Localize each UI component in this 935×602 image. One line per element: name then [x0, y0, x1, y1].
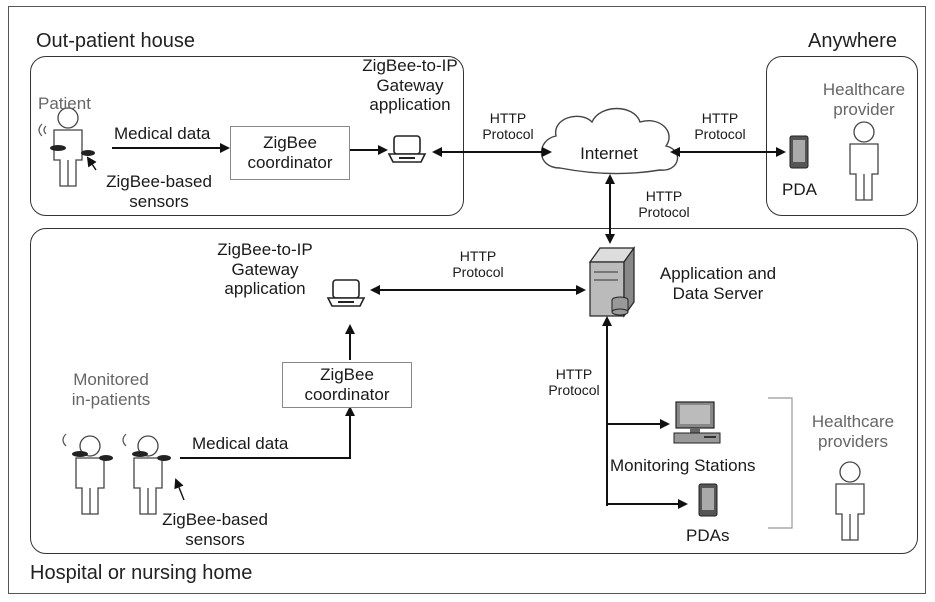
medical-data-label-hospital: Medical data [192, 434, 289, 453]
http-stations-line2: Protocol [548, 382, 600, 399]
internet-cloud-icon [540, 107, 678, 175]
monitoring-station-icon [673, 401, 721, 444]
healthcare-provider-figure [849, 121, 879, 201]
hospital-title: Hospital or nursing home [30, 562, 253, 584]
anywhere-title: Anywhere [808, 30, 897, 52]
figure-frame [8, 6, 926, 594]
hosp-sensors-line1: ZigBee-based [162, 510, 268, 529]
http-left-line1: HTTP [489, 110, 527, 126]
monitored-line2: in-patients [71, 389, 151, 409]
medical-data-label-outpatient: Medical data [114, 124, 211, 143]
http-right-line2: Protocol [694, 126, 746, 143]
provider-line2: provider [833, 99, 895, 119]
provider-line1: Healthcare [822, 80, 906, 99]
monitoring-stations-label: Monitoring Stations [610, 456, 756, 475]
server-line1: Application and [659, 264, 777, 283]
outpatient-house-box [30, 56, 464, 216]
hosp-gateway-line3: application [224, 279, 306, 299]
gateway-line2: Gateway [376, 75, 444, 95]
patient-label: Patient [38, 94, 91, 113]
providers-line1: Healthcare [811, 412, 895, 431]
server-line2: Data Server [672, 283, 764, 303]
anywhere-box [766, 56, 918, 216]
monitored-line1: Monitored [73, 370, 149, 389]
pdas-tablet-icon [698, 483, 718, 517]
http-stations-line1: HTTP [555, 366, 593, 382]
providers-line2: providers [818, 431, 888, 451]
hosp-sensors-line2: sensors [185, 529, 245, 549]
sensors-line2: sensors [129, 191, 189, 211]
sensor-pointer-hospital [174, 478, 185, 501]
server-icon [588, 246, 636, 318]
healthcare-providers-figure [835, 461, 865, 541]
medical-data-arrow-hospital [180, 406, 355, 459]
hosp-gateway-line1: ZigBee-to-IP [217, 240, 313, 259]
http-hosp-gw-line2: Protocol [452, 264, 504, 281]
hospital-gateway-laptop-icon [327, 279, 365, 307]
hosp-coordinator-line2: coordinator [304, 385, 390, 404]
monitored-inpatients-figures [62, 433, 171, 515]
gateway-line1: ZigBee-to-IP [362, 56, 458, 75]
gateway-line3: application [369, 95, 451, 115]
http-down-line2: Protocol [638, 204, 690, 221]
hosp-coordinator-line1: ZigBee [320, 364, 374, 384]
sensors-line1: ZigBee-based [106, 172, 212, 191]
pda-label: PDA [782, 180, 817, 199]
hospital-box [30, 228, 918, 554]
pda-tablet-icon [789, 135, 809, 169]
outpatient-house-title: Out-patient house [36, 30, 195, 52]
internet-label: Internet [580, 144, 638, 163]
pdas-label: PDAs [686, 526, 730, 545]
http-right-line1: HTTP [701, 110, 739, 126]
providers-bracket [768, 397, 793, 529]
patient-figure [38, 107, 95, 187]
sensor-pointer-outpatient [86, 156, 97, 171]
http-down-line1: HTTP [645, 188, 683, 204]
gateway-laptop-icon [388, 135, 426, 163]
hosp-gateway-line2: Gateway [231, 259, 299, 279]
http-hosp-gw-line1: HTTP [459, 248, 497, 264]
http-left-line2: Protocol [482, 126, 534, 143]
coordinator-line2: coordinator [247, 153, 333, 172]
coordinator-line1: ZigBee [263, 132, 317, 152]
